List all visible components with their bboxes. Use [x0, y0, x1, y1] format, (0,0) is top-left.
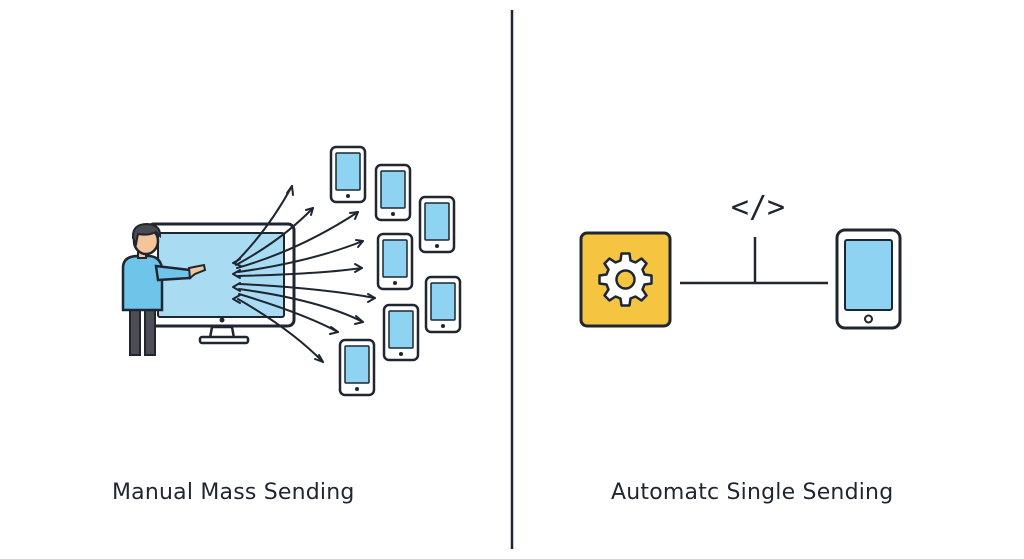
gear-icon	[579, 231, 672, 328]
person-presenting-icon	[121, 222, 207, 356]
arrow	[237, 298, 324, 363]
right-panel: </>	[579, 190, 902, 330]
smartphone-icon	[338, 338, 376, 397]
arrow	[238, 288, 364, 323]
left-panel-caption: Manual Mass Sending	[112, 480, 355, 505]
connection-line	[680, 237, 828, 285]
smartphone-icon	[329, 145, 367, 204]
arrow	[238, 293, 339, 333]
arrow	[237, 267, 363, 277]
smartphone-icon	[424, 275, 462, 334]
smartphone-icon	[374, 163, 412, 222]
send-arrows	[232, 185, 376, 363]
arrow	[235, 185, 293, 263]
smartphone-icon	[418, 195, 456, 254]
arrow	[235, 207, 314, 266]
arrow	[238, 283, 376, 299]
smartphone-icon	[382, 303, 420, 362]
smartphone-icon	[835, 228, 902, 330]
arrow	[236, 211, 359, 269]
code-brackets-icon: </>	[731, 190, 785, 225]
code-symbol-label: </>	[731, 190, 785, 225]
smartphone-icon	[376, 232, 414, 291]
left-panel	[121, 145, 462, 397]
arrow	[237, 240, 364, 273]
right-panel-caption: Automatc Single Sending	[611, 480, 894, 505]
